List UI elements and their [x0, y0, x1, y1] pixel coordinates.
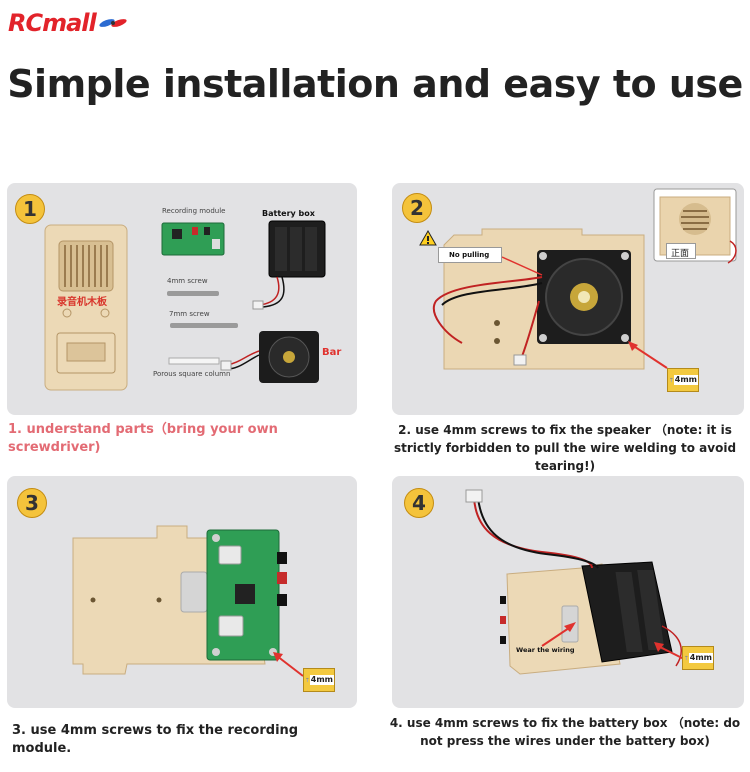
porous-column-label: Porous square column [153, 370, 231, 378]
no-pulling-label: No pulling [449, 251, 490, 259]
screw-size-tag: 4mm [667, 368, 699, 392]
screw-icon [306, 677, 309, 683]
brand-logo-text: RCmall [8, 9, 97, 37]
wear-wiring-label: Wear the wiring [516, 646, 575, 654]
screw-size-tag: 4mm [303, 668, 335, 692]
step-4-badge: 4 [404, 488, 434, 518]
step-2-panel: 2 No pulling 正面 4mm [392, 183, 744, 415]
brand-logo: RCmall [8, 6, 128, 40]
step-4-caption: 4. use 4mm screws to fix the battery box… [389, 716, 741, 748]
screw-size-label: 4mm [688, 653, 713, 663]
board-label: 录音机木板 [57, 297, 107, 308]
step-2-badge: 2 [402, 193, 432, 223]
recording-module-install-illustration [72, 525, 304, 677]
speaker-install-illustration [419, 188, 737, 370]
screw-4mm-label: 4mm screw [167, 277, 208, 285]
step-4-panel: 4 Wear the wiring 4mm [392, 476, 744, 708]
front-label: 正面 [671, 249, 690, 259]
screw-size-label: 4mm [673, 375, 698, 385]
screw-icon [670, 377, 673, 383]
parts-overview-illustration [44, 220, 326, 391]
step-3-badge: 3 [17, 488, 47, 518]
step-1-badge: 1 [15, 194, 45, 224]
step-1-caption: 1. understand parts（bring your own screw… [8, 422, 278, 455]
no-pulling-warning: No pulling [438, 247, 502, 263]
screw-size-label: 4mm [309, 675, 334, 685]
step-1-panel: 1 录音机木板 Recording module Battery box 4mm… [7, 183, 357, 415]
front-tag: 正面 [666, 243, 696, 259]
step-3-caption: 3. use 4mm screws to fix the recording m… [12, 723, 299, 756]
screw-7mm-label: 7mm screw [169, 310, 210, 318]
battery-box-label: Battery box [262, 209, 315, 218]
bar-label: Bar [322, 347, 342, 358]
screw-size-tag: 4mm [682, 646, 714, 670]
propeller-icon [99, 19, 127, 27]
step-3-panel: 3 4mm [7, 476, 357, 708]
screw-icon [685, 655, 688, 661]
page-headline: Simple installation and easy to use [7, 62, 743, 106]
step-2-caption: 2. use 4mm screws to fix the speaker （no… [393, 423, 737, 473]
recording-module-label: Recording module [162, 207, 226, 215]
battery-box-install-illustration [465, 489, 687, 675]
